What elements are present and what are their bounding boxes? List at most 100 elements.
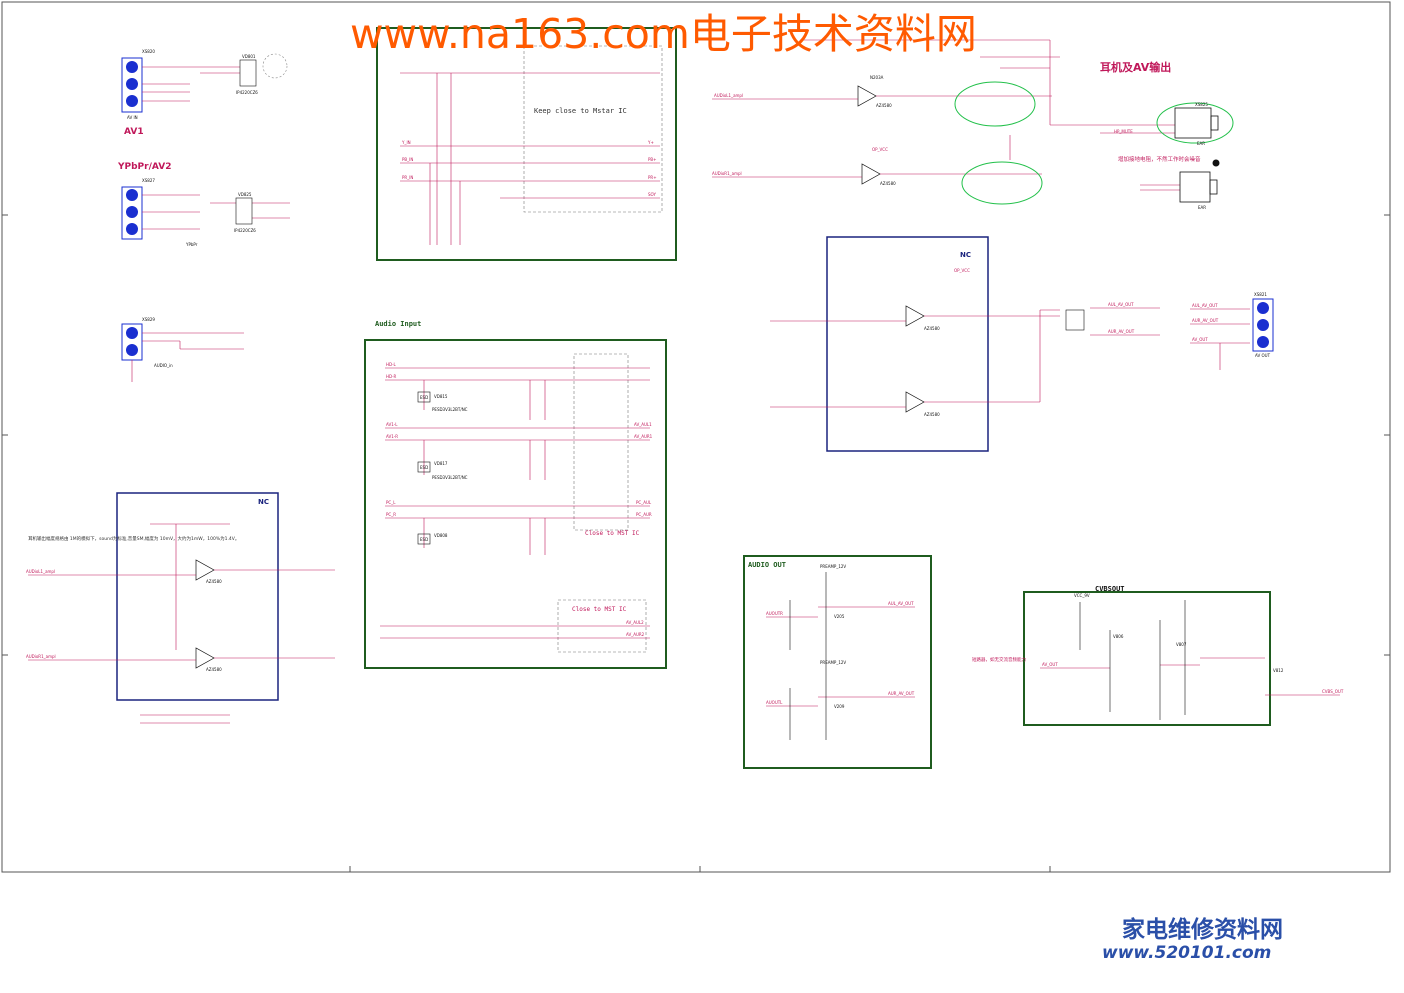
net-aur-av-out-2: AUR_AV_OUT xyxy=(1192,318,1219,323)
av1-jack-pin[interactable] xyxy=(126,61,138,73)
vd801-ref: VD801 xyxy=(242,54,256,59)
net-audior-ampl-top: AUDioR1_ampl xyxy=(712,171,742,176)
mst-area-1 xyxy=(573,353,629,531)
net-preamp-2: PREAMP_12V xyxy=(820,660,846,665)
audio-out-title: AUDIO OUT xyxy=(748,561,786,569)
audio-in-jack-pin[interactable] xyxy=(126,344,138,356)
az4580-top-1: AZ4580 xyxy=(876,103,892,108)
av1-jack-pin[interactable] xyxy=(126,78,138,90)
av-in-label: AV IN xyxy=(127,115,138,120)
net-pc-r: PC_R xyxy=(386,512,396,517)
vd815-esd xyxy=(417,391,431,403)
esd-1: ESD xyxy=(420,395,428,400)
xs827-ref: XS827 xyxy=(142,178,155,183)
cvbs-note: 短路器，如无交流音频能力 xyxy=(972,656,1026,663)
ypbpr-section: YPbPr/AV2 XS827 YPbPr VD825 IP4220CZ6 xyxy=(117,162,290,247)
xs821-ref: XS821 xyxy=(1254,292,1267,297)
esd-3: ESD xyxy=(420,537,428,542)
vd825-part: IP4220CZ6 xyxy=(234,228,256,233)
ypbpr-jack-pin[interactable] xyxy=(126,223,138,235)
audio-out-block: AUDIO OUT PREAMP_12V PREAMP_12V AUOUTR A… xyxy=(743,555,932,769)
audio-in-label: AUDIO_in xyxy=(154,363,173,368)
nc-dashed-circle xyxy=(262,53,288,79)
v812-ref: V812 xyxy=(1273,668,1284,673)
ear-jack-2[interactable] xyxy=(1179,171,1211,203)
earphone-amp-section: 耳机及AV输出 N203A AZ4580 AZ4580 AUDioL1_ampl… xyxy=(712,39,1234,210)
net-aul-av-out-3: AUL_AV_OUT xyxy=(888,601,914,606)
ypbpr-label: YPbPr/AV2 xyxy=(117,162,171,172)
opamp-triangle xyxy=(195,559,215,581)
audio-out-frame xyxy=(743,555,932,769)
watermark-top: www.na163.com电子技术资料网 xyxy=(350,10,977,58)
av1-label: AV1 xyxy=(124,127,144,137)
audio-in-jack-pin[interactable] xyxy=(126,327,138,339)
marker-dot xyxy=(1212,159,1220,167)
vd825-ref: VD825 xyxy=(238,192,252,197)
net-aur-av-out-3: AUR_AV_OUT xyxy=(888,691,915,696)
vd808-ref: VD808 xyxy=(434,533,448,538)
net-auoutr: AUOUTR xyxy=(766,611,783,616)
av1-jack-pin[interactable] xyxy=(126,95,138,107)
vd809-chip xyxy=(1065,309,1085,331)
net-pb-plus: PB+ xyxy=(648,157,657,162)
frame-ticks xyxy=(2,214,1390,872)
highlight-circle xyxy=(1156,102,1234,144)
av1-jack-body xyxy=(121,57,143,113)
pesd-part-1: PESD3V3L2BT/NC xyxy=(432,407,468,412)
net-hp-mute: HP_MUTE xyxy=(1114,129,1133,134)
highlight-circle xyxy=(954,81,1036,127)
earphone-av-title: 耳机及AV输出 xyxy=(1100,60,1171,74)
net-hd-l: HD-L xyxy=(386,362,397,367)
vd815-ref: VD815 xyxy=(434,394,448,399)
ypbpr-jack-pin[interactable] xyxy=(126,189,138,201)
net-op-vcc-top: OP_VCC xyxy=(872,147,888,152)
net-auoutl: AUOUTL xyxy=(766,700,783,705)
audio-input-frame xyxy=(364,339,667,669)
highlight-circle xyxy=(961,161,1043,205)
watermark-bottom-cn: 家电维修资料网 xyxy=(1122,916,1283,943)
esd-2: ESD xyxy=(420,465,428,470)
net-av-aur1: AV_AUR1 xyxy=(634,434,653,439)
close-mst-note-1: Close to MST IC xyxy=(585,530,640,537)
xs825-ear-jack[interactable] xyxy=(1174,107,1212,139)
ear-jack-socket xyxy=(1210,115,1219,131)
av-out-jack-pin[interactable] xyxy=(1257,319,1269,331)
av1-section: AV1 XS820 AV IN VD801 IP4220CZ6 xyxy=(121,49,288,137)
ear-jack-2-socket xyxy=(1209,179,1218,195)
nc-right-block: NC AZ4580 AZ4580 OP_VCC AUL_AV_OUT AUR_A… xyxy=(770,236,1274,452)
cvbsout-block: CVBSOUT 短路器，如无交流音频能力 VCC_9V V806 V807 V8… xyxy=(972,585,1344,726)
ypbpr-jack-pin[interactable] xyxy=(126,206,138,218)
net-av-out-cvbs: AV_OUT xyxy=(1042,662,1058,667)
sheet-frame xyxy=(1,1,1391,873)
av-out-jack-pin[interactable] xyxy=(1257,302,1269,314)
az4580-top-2: AZ4580 xyxy=(880,181,896,186)
pesd-part-2: PESD3V3L2BT/NC xyxy=(432,475,468,480)
ear-label-1: EAR xyxy=(1197,141,1205,146)
av-out-jack-pin[interactable] xyxy=(1257,336,1269,348)
v205-ref: V205 xyxy=(834,614,845,619)
opamp-triangle xyxy=(861,163,881,185)
n203-ref: N203A xyxy=(870,75,884,80)
nc-left-frame xyxy=(116,492,279,701)
nc-right-frame xyxy=(826,236,989,452)
opamp-triangle xyxy=(905,391,925,413)
net-aur-av-out: AUR_AV_OUT xyxy=(1108,329,1135,334)
cvbsout-title: CVBSOUT xyxy=(1095,585,1125,593)
net-sov: SOY xyxy=(648,192,656,197)
net-av-aur2: AV_AUR2 xyxy=(626,632,645,637)
vd808-esd xyxy=(417,533,431,545)
net-av-aul2: AV_AUL2 xyxy=(626,620,644,625)
vd817-esd xyxy=(417,461,431,473)
net-audiol-ampl-top: AUDioL1_ampl xyxy=(714,93,743,98)
net-op-vcc-right: OP_VCC xyxy=(954,268,970,273)
ypbpr-jack-label: YPbPr xyxy=(185,242,198,247)
cvbsout-frame xyxy=(1023,591,1271,726)
net-audior-ampl-left: AUDioR1_ampl xyxy=(26,654,56,659)
audio-input-title: Audio Input xyxy=(375,320,421,328)
net-pc-aul: PC_AUL xyxy=(636,500,652,505)
video-input-block: Keep close to Mstar IC Y_IN PB_IN PR_IN … xyxy=(376,27,677,261)
watermark-bottom-url: www.520101.com xyxy=(1102,943,1271,963)
xs825-ref: XS825 xyxy=(1195,102,1208,107)
az4580-right-2: AZ4580 xyxy=(924,412,940,417)
